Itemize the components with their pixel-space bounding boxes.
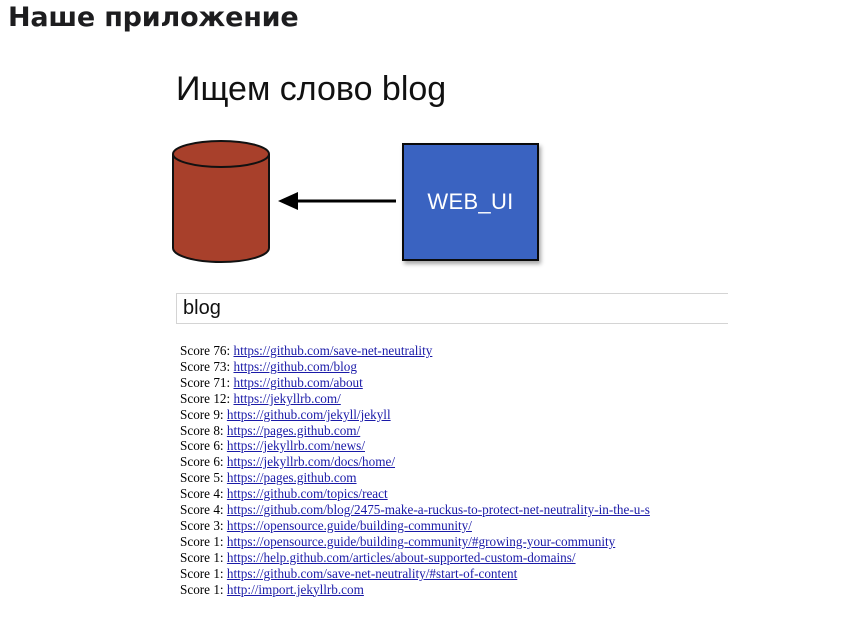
result-link[interactable]: https://github.com/jekyll/jekyll: [226, 406, 391, 422]
result-link[interactable]: https://github.com/save-net-neutrality/#…: [226, 565, 518, 581]
list-item: Score 5: https://pages.github.com: [180, 470, 650, 486]
result-link[interactable]: https://github.com/topics/react: [226, 486, 388, 502]
list-item: Score 1: https://opensource.guide/buildi…: [180, 534, 650, 550]
result-link[interactable]: https://pages.github.com/: [226, 422, 361, 438]
result-score: Score 6:: [180, 454, 224, 470]
list-item: Score 73: https://github.com/blog: [180, 359, 650, 375]
result-score: Score 1:: [180, 565, 224, 581]
list-item: Score 6: https://jekyllrb.com/docs/home/: [180, 454, 650, 470]
result-score: Score 4:: [180, 502, 224, 518]
list-item: Score 9: https://github.com/jekyll/jekyl…: [180, 407, 650, 423]
list-item: Score 4: https://github.com/blog/2475-ma…: [180, 502, 650, 518]
result-link[interactable]: https://github.com/about: [233, 374, 363, 390]
result-link[interactable]: https://github.com/save-net-neutrality: [233, 343, 433, 358]
result-score: Score 6:: [180, 438, 224, 454]
result-link[interactable]: https://github.com/blog: [233, 358, 357, 374]
result-link[interactable]: http://import.jekyllrb.com: [226, 581, 364, 597]
slide-title: Ищем слово blog: [176, 70, 447, 108]
result-link[interactable]: https://jekyllrb.com/news/: [226, 438, 365, 454]
web-ui-box: WEB_UI: [402, 143, 539, 261]
list-item: Score 1: https://help.github.com/article…: [180, 550, 650, 566]
result-score: Score 73:: [180, 358, 231, 374]
result-link[interactable]: https://github.com/blog/2475-make-a-ruck…: [226, 502, 650, 518]
result-link[interactable]: https://jekyllrb.com/: [233, 390, 341, 406]
result-link[interactable]: https://jekyllrb.com/docs/home/: [226, 454, 396, 470]
result-score: Score 8:: [180, 422, 224, 438]
list-item: Score 1: http://import.jekyllrb.com: [180, 582, 650, 598]
result-link[interactable]: https://pages.github.com: [226, 470, 357, 486]
web-ui-label: WEB_UI: [427, 189, 514, 214]
list-item: Score 76: https://github.com/save-net-ne…: [180, 343, 650, 359]
result-score: Score 76:: [180, 343, 231, 358]
results-list: Score 76: https://github.com/save-net-ne…: [180, 343, 650, 598]
list-item: Score 6: https://jekyllrb.com/news/: [180, 438, 650, 454]
list-item: Score 8: https://pages.github.com/: [180, 423, 650, 439]
list-item: Score 4: https://github.com/topics/react: [180, 486, 650, 502]
result-score: Score 1:: [180, 533, 224, 549]
database-cylinder-icon: [172, 140, 270, 263]
list-item: Score 71: https://github.com/about: [180, 375, 650, 391]
page-title: Наше приложение: [8, 2, 299, 33]
result-score: Score 4:: [180, 486, 224, 502]
result-link[interactable]: https://help.github.com/articles/about-s…: [226, 549, 576, 565]
result-score: Score 3:: [180, 517, 224, 533]
result-score: Score 9:: [180, 406, 224, 422]
result-link[interactable]: https://opensource.guide/building-commun…: [226, 517, 472, 533]
list-item: Score 3: https://opensource.guide/buildi…: [180, 518, 650, 534]
result-score: Score 5:: [180, 470, 224, 486]
result-score: Score 1:: [180, 549, 224, 565]
result-score: Score 71:: [180, 374, 231, 390]
search-input[interactable]: blog: [176, 293, 728, 324]
result-score: Score 1:: [180, 581, 224, 597]
arrow-left-icon: [278, 192, 396, 210]
search-input-value: blog: [183, 297, 221, 319]
list-item: Score 1: https://github.com/save-net-neu…: [180, 566, 650, 582]
list-item: Score 12: https://jekyllrb.com/: [180, 391, 650, 407]
result-link[interactable]: https://opensource.guide/building-commun…: [226, 533, 616, 549]
result-score: Score 12:: [180, 390, 231, 406]
